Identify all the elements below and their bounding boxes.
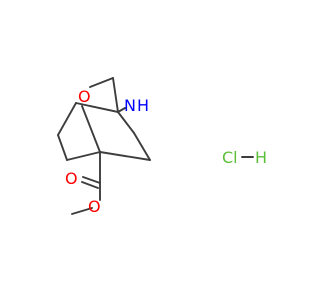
oxygen-ester-label: O — [88, 197, 101, 216]
bond-c3-c2 — [133, 132, 151, 161]
bond-c4-n — [117, 107, 126, 113]
chlorine-label: Cl — [222, 148, 238, 167]
bond-carbonyl-double-2 — [81, 181, 99, 189]
bond-c2-c1 — [99, 151, 151, 161]
bond-c6-c7 — [57, 134, 68, 161]
bond-ch2-c4 — [112, 77, 119, 113]
bond-c4-c3 — [117, 111, 135, 134]
bond-o-ester-methyl — [71, 207, 93, 215]
structure-diagram: O N H O O Cl H — [57, 77, 267, 216]
hydrogen-salt-label: H — [255, 148, 267, 167]
oxygen-ring-label: O — [78, 87, 91, 106]
bond-o-ring-ch2 — [89, 77, 114, 88]
hydrochloride-salt: Cl H — [222, 148, 267, 167]
bond-carbonyl-double-1 — [82, 176, 101, 184]
nitrogen-label: N — [124, 96, 136, 115]
bond-c5-c6 — [57, 102, 77, 136]
bond-c1-o-ring-bridge — [81, 105, 101, 153]
bond-c7-c1 — [66, 151, 101, 161]
ester-group — [71, 151, 101, 215]
amine-h-label: H — [137, 96, 149, 115]
bicyclic-skeleton — [57, 77, 151, 161]
oxygen-carbonyl-label: O — [65, 169, 78, 188]
bond-c4-c5 — [75, 102, 119, 113]
